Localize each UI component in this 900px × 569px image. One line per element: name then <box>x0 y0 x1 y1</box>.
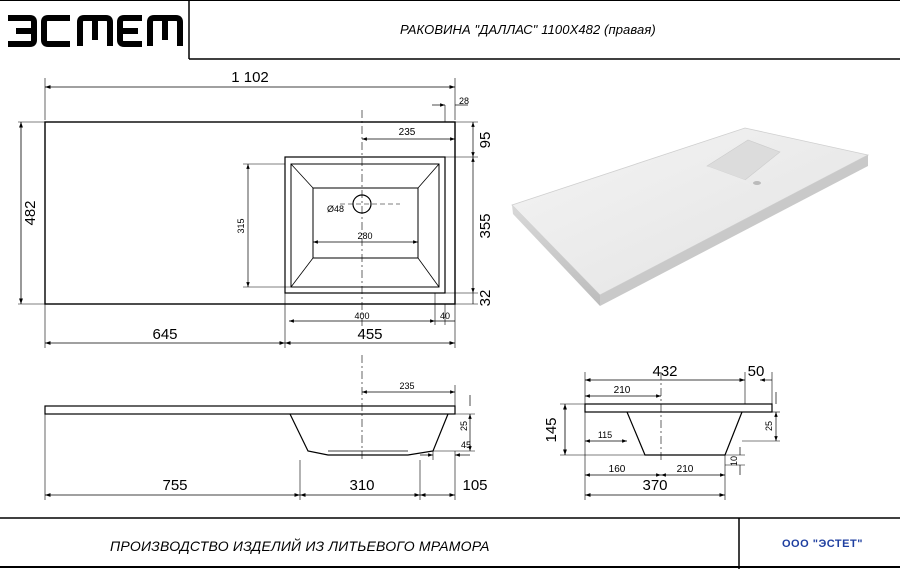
front-view <box>44 355 475 500</box>
side-view <box>560 372 780 500</box>
footer-tagline: ПРОИЗВОДСТВО ИЗДЕЛИЙ ИЗ ЛИТЬЕВОГО МРАМОР… <box>110 538 490 554</box>
dim-95: 95 <box>477 132 494 149</box>
dim-235-top: 235 <box>399 127 416 138</box>
dim-645: 645 <box>152 326 177 343</box>
dim-40: 40 <box>440 311 450 321</box>
dim-210-top: 210 <box>614 385 631 396</box>
dim-overall-depth: 482 <box>22 200 39 225</box>
dim-overall-width: 1 102 <box>231 69 269 86</box>
dim-25-front: 25 <box>459 421 469 431</box>
dim-50: 50 <box>748 363 765 380</box>
dim-115: 115 <box>598 430 612 440</box>
top-view <box>18 78 478 348</box>
brand-logo <box>8 15 183 47</box>
dim-355: 355 <box>477 213 494 238</box>
dim-310: 310 <box>349 477 374 494</box>
dim-28: 28 <box>459 96 469 106</box>
dim-755: 755 <box>162 477 187 494</box>
product-title: РАКОВИНА "ДАЛЛАС" 1100X482 (правая) <box>400 22 656 37</box>
dim-145: 145 <box>543 417 560 442</box>
dim-210-bottom: 210 <box>677 464 694 475</box>
dim-10: 10 <box>729 456 739 466</box>
dim-315: 315 <box>236 218 246 233</box>
dim-370: 370 <box>642 477 667 494</box>
dim-400: 400 <box>354 311 369 321</box>
dim-455: 455 <box>357 326 382 343</box>
dim-280: 280 <box>357 231 372 241</box>
dim-25-side: 25 <box>764 421 774 431</box>
dim-drain-diameter: Ø48 <box>327 204 344 214</box>
sink-3d-render <box>511 127 870 306</box>
dim-432: 432 <box>652 363 677 380</box>
dim-105: 105 <box>462 477 487 494</box>
dim-160: 160 <box>609 464 626 475</box>
footer-company: ООО "ЭСТЕТ" <box>782 538 863 550</box>
dim-32: 32 <box>477 290 494 307</box>
dim-45: 45 <box>461 440 471 450</box>
dim-235-front: 235 <box>399 381 414 391</box>
